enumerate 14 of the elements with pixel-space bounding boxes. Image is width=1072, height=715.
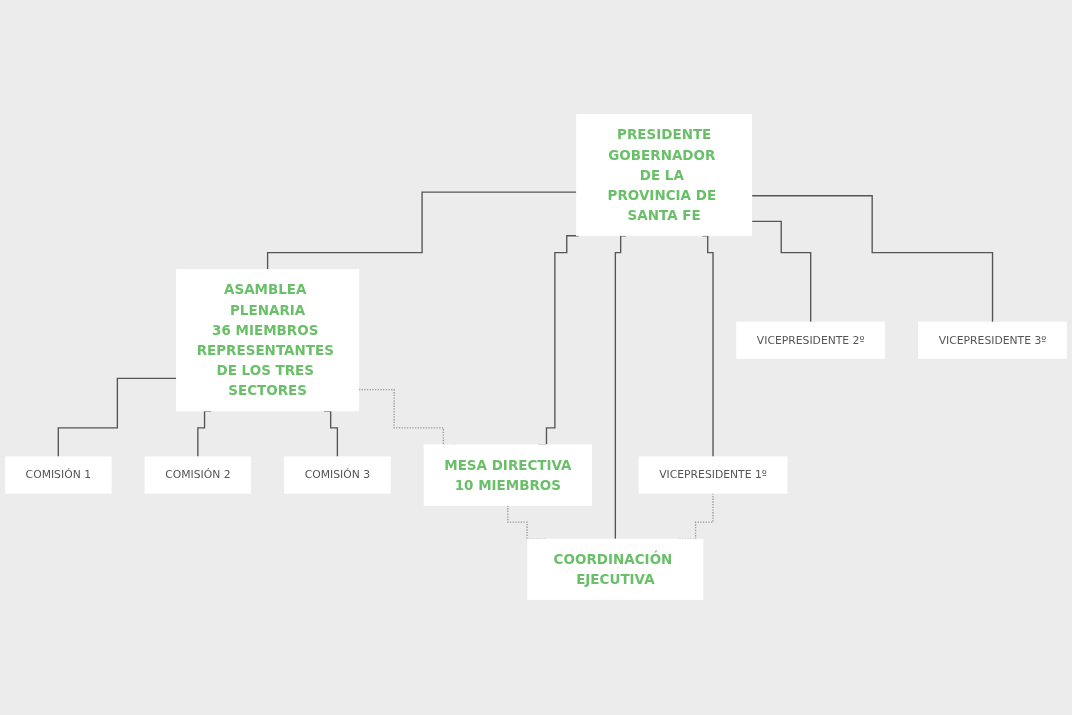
node-box: PRESIDENTE GOBERNADOR DE LA PROVINCIA DE SANTA FE bbox=[576, 114, 753, 237]
node-box: VICEPRESIDENTE 3º bbox=[918, 322, 1067, 360]
node-box: VICEPRESIDENTE 2º bbox=[736, 322, 886, 360]
node-box: COORDINACIÓN EJECUTIVA bbox=[527, 539, 704, 601]
node-box: ASAMBLEA PLENARIA 36 MIEMBROS REPRESENTANTES DE LOS TRES SECTORES bbox=[176, 269, 360, 412]
connector bbox=[751, 221, 812, 324]
node-box: COMISIÓN 3 bbox=[284, 456, 391, 494]
node-box: COMISIÓN 2 bbox=[144, 456, 252, 494]
node-box: MESA DIRECTIVA 10 MIEMBROS bbox=[423, 444, 593, 507]
connector bbox=[751, 195, 994, 324]
node-box: VICEPRESIDENTE 1º bbox=[638, 456, 788, 494]
node-box: COMISIÓN 1 bbox=[5, 456, 112, 494]
connector bbox=[57, 378, 178, 458]
connector bbox=[266, 191, 578, 271]
